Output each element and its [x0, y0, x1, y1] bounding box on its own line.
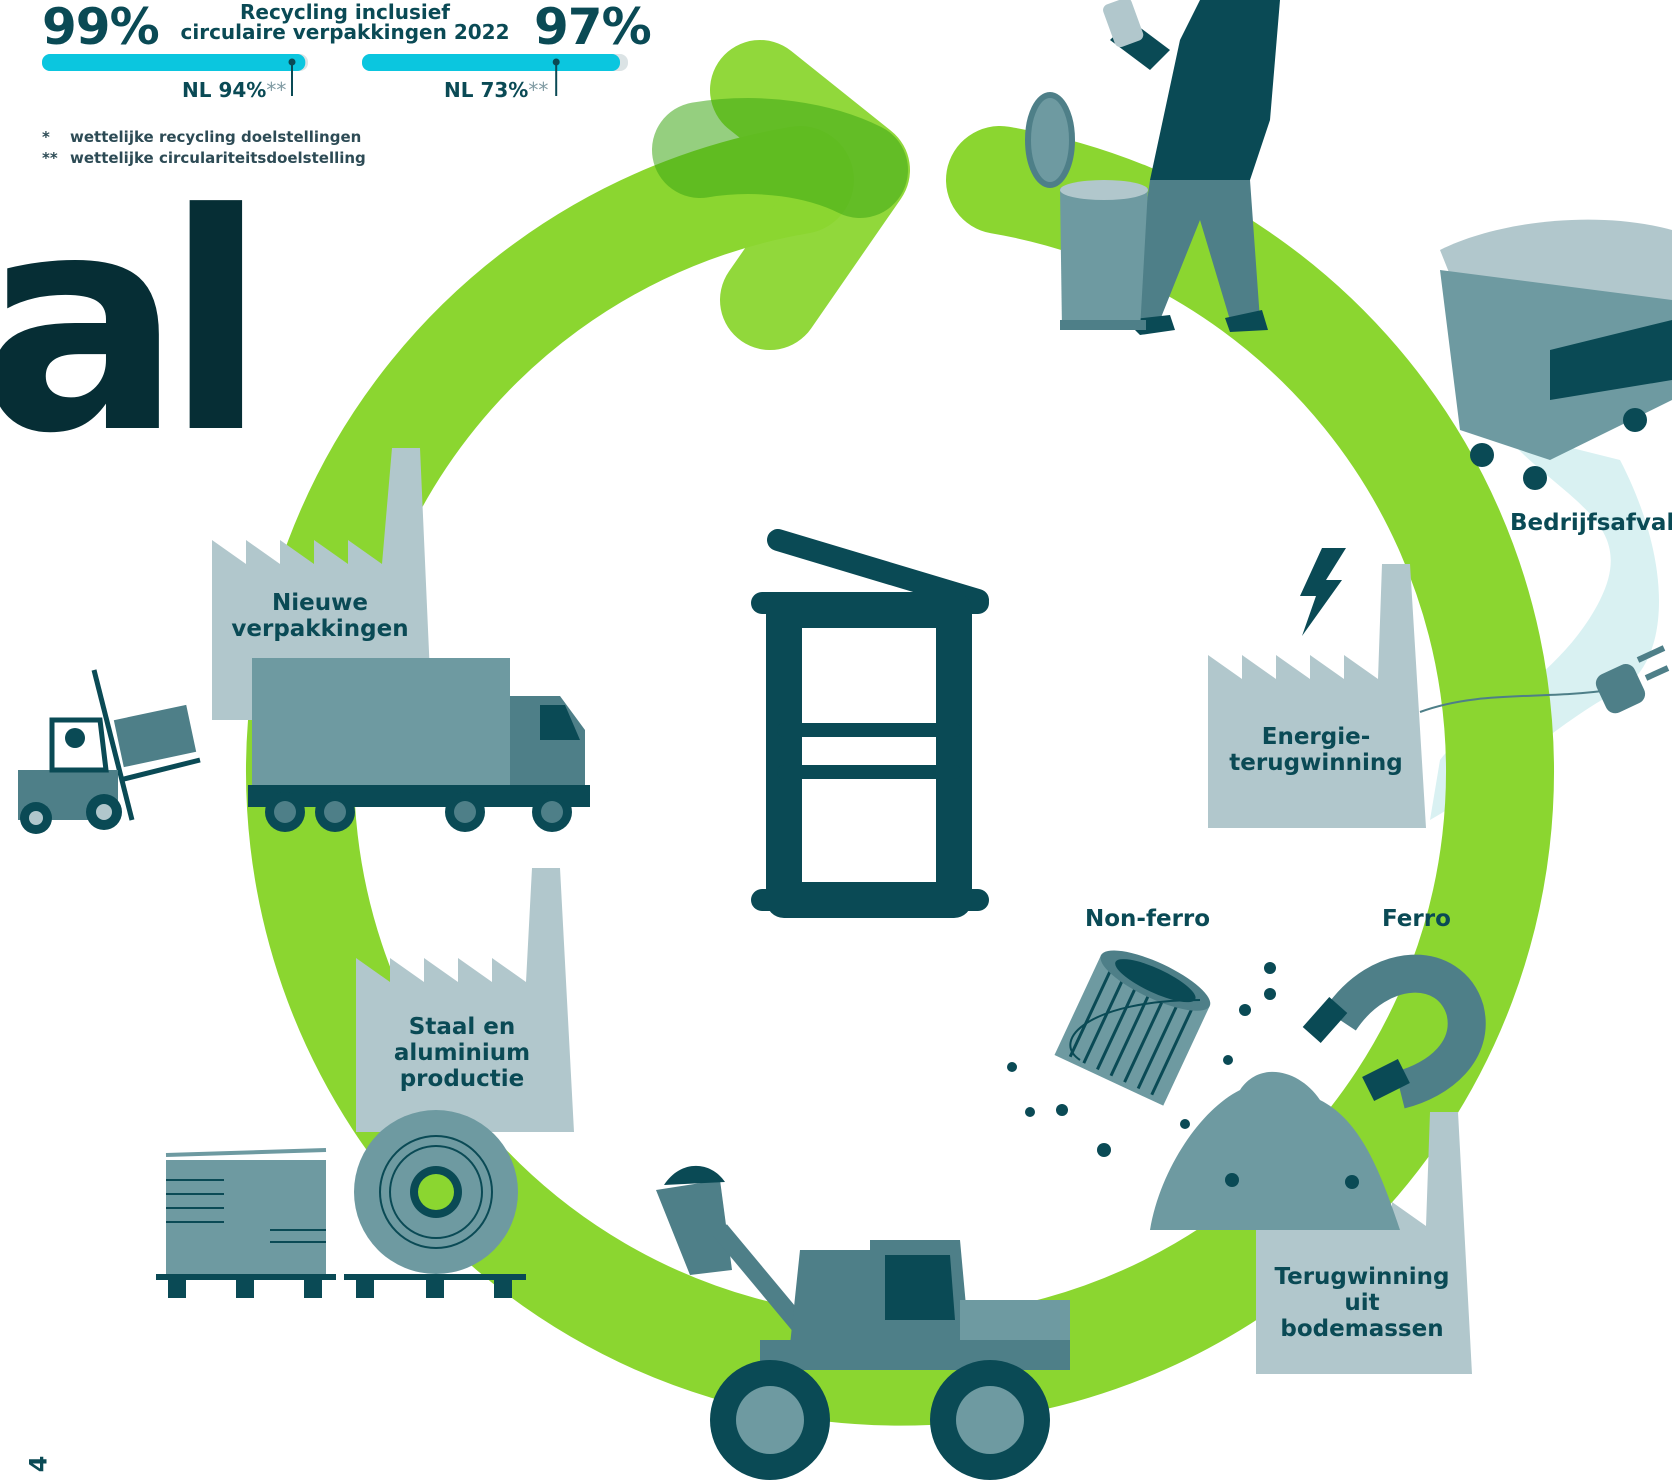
factory-nieuwe-verpakkingen	[212, 448, 432, 720]
footnote-1-text: wettelijke recycling doelstellingen	[70, 128, 362, 146]
label-nieuwe-line1: Nieuwe	[272, 590, 368, 616]
factory-terugwinning	[1256, 1112, 1472, 1374]
coil-icon	[354, 1110, 518, 1274]
footnote-2: ** wettelijke circulariteitsdoelstelling	[42, 149, 366, 167]
green-cycle-ring	[246, 40, 1554, 1426]
right-stat-value: 97%	[534, 0, 652, 56]
left-nl-label: NL 94%**	[182, 78, 286, 102]
steel-sheets	[156, 1148, 526, 1298]
ash-heap	[1007, 962, 1400, 1230]
label-energie-line2: terugwinning	[1229, 750, 1403, 776]
loader-icon	[656, 1165, 1070, 1480]
person-icon	[1103, 0, 1280, 335]
label-staal-line2: aluminium	[393, 1040, 531, 1066]
factory-staal-aluminium	[356, 868, 574, 1132]
left-stat-value: 99%	[42, 0, 160, 56]
label-ferro: Ferro	[1382, 906, 1451, 932]
factory-energie	[1208, 564, 1426, 828]
page-number: 4	[24, 1455, 53, 1473]
label-terug-line1: Terugwinning	[1274, 1264, 1450, 1290]
label-staal: Staal en aluminium productie	[362, 1014, 562, 1092]
forklift-icon	[18, 669, 201, 834]
label-terug-line3: bodemassen	[1280, 1316, 1444, 1342]
right-progress-fill	[362, 54, 620, 71]
label-staal-line3: productie	[399, 1066, 525, 1092]
truck-icon	[248, 658, 590, 832]
can-icon	[1054, 950, 1211, 1106]
footnote-1-mark: *	[42, 128, 50, 146]
label-nieuwe-verpakkingen: Nieuwe verpakkingen	[220, 590, 420, 642]
label-energie: Energie- terugwinning	[1216, 724, 1416, 776]
right-nl-stars: **	[528, 78, 549, 102]
label-staal-line1: Staal en	[408, 1014, 516, 1040]
label-bedrijfsafval: Bedrijfsafval	[1510, 510, 1672, 536]
pedal-bin-icon	[1025, 92, 1148, 330]
left-nl-stars: **	[266, 78, 287, 102]
label-nieuwe-line2: verpakkingen	[231, 616, 409, 642]
label-energie-line1: Energie-	[1261, 724, 1371, 750]
right-nl-label: NL 73%**	[444, 78, 548, 102]
lightning-icon	[1300, 548, 1346, 636]
footnote-2-text: wettelijke circulariteitsdoelstelling	[70, 149, 366, 167]
stat-caption-line2: circulaire verpakkingen 2022	[180, 20, 510, 44]
magnet-icon	[1302, 954, 1486, 1109]
left-nl-text: NL 94%	[182, 78, 267, 102]
container-icon	[1440, 219, 1672, 490]
progress-bars	[42, 54, 628, 96]
label-terug-line2: uit	[1344, 1290, 1380, 1316]
plug-icon	[1419, 645, 1670, 714]
label-non-ferro: Non-ferro	[1085, 906, 1211, 932]
footnote-1: * wettelijke recycling doelstellingen	[42, 128, 361, 146]
big-title: al	[0, 150, 267, 499]
bin-icon	[751, 529, 989, 918]
left-progress-fill	[42, 54, 306, 71]
label-terugwinning: Terugwinning uit bodemassen	[1256, 1264, 1468, 1342]
right-nl-text: NL 73%	[444, 78, 529, 102]
footnote-2-mark: **	[42, 149, 58, 167]
stat-caption-line1: Recycling inclusief	[239, 0, 450, 24]
stat-caption: Recycling inclusief circulaire verpakkin…	[180, 2, 510, 42]
